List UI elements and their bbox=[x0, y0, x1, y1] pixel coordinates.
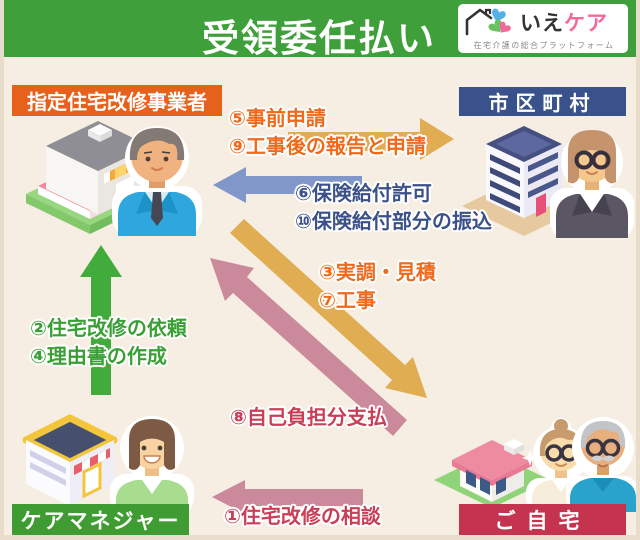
caremanager-office-icon bbox=[22, 414, 118, 506]
clover-hearts-icon bbox=[488, 8, 511, 33]
iekea-logo: いえケア 在宅介護の総合プラットフォーム bbox=[458, 4, 628, 53]
arrow-contractor-to-home bbox=[230, 219, 427, 398]
municipality-illustration bbox=[462, 126, 634, 238]
arrow-home-to-contractor bbox=[210, 258, 407, 436]
page-title: 受領委任払い bbox=[202, 18, 436, 59]
flow-step9-text: ⑨工事後の報告と申請 bbox=[229, 136, 426, 158]
arrow-caremanager-to-contractor bbox=[80, 245, 122, 395]
contractor-label: 指定住宅改修事業者 bbox=[12, 85, 222, 116]
elderly-man-icon bbox=[566, 417, 636, 512]
flow-step5-9-label: ⑤事前申請 ⑨工事後の報告と申請 bbox=[229, 105, 426, 161]
arrow-contractor-to-municipality bbox=[288, 118, 454, 160]
businessman-icon bbox=[112, 126, 202, 236]
flow-step3-7-label: ③実調・見積 ⑦工事 bbox=[319, 259, 436, 315]
municipality-label: 市区町村 bbox=[459, 87, 626, 116]
header-bar: 受領委任払い いえケア 在宅介護の総合プラットフォーム bbox=[4, 0, 636, 59]
caremanager-icon bbox=[110, 416, 194, 514]
flow-step6-text: ⑥保険給付許可 bbox=[295, 183, 432, 205]
iekea-logo-icon bbox=[465, 8, 511, 36]
logo-name: いえケア bbox=[520, 12, 608, 35]
flow-arrows bbox=[80, 118, 454, 514]
contractor-illustration bbox=[26, 121, 202, 236]
house-icon bbox=[434, 439, 550, 508]
arrow-home-to-caremanager bbox=[212, 480, 363, 514]
municipality-building-icon bbox=[462, 126, 586, 236]
home-illustration bbox=[434, 417, 636, 512]
logo-tagline: 在宅介護の総合プラットフォーム bbox=[473, 41, 615, 50]
flow-step2-4-label: ②住宅改修の依頼 ④理由書の作成 bbox=[30, 315, 187, 371]
caremanager-illustration bbox=[22, 414, 194, 514]
flow-step2-text: ②住宅改修の依頼 bbox=[30, 318, 187, 340]
flow-step1-label: ①住宅改修の相談 bbox=[224, 506, 381, 528]
flow-step7-text: ⑦工事 bbox=[319, 290, 376, 312]
arrow-municipality-to-contractor bbox=[213, 167, 362, 203]
flow-step8-label: ⑧自己負担分支払 bbox=[230, 407, 387, 429]
municipal-officer-icon bbox=[550, 130, 634, 238]
flow-step4-text: ④理由書の作成 bbox=[30, 346, 167, 368]
flow-step5-text: ⑤事前申請 bbox=[229, 108, 326, 130]
flow-step10-text: ⑩保険給付部分の振込 bbox=[295, 211, 492, 233]
flow-step6-10-label: ⑥保険給付許可 ⑩保険給付部分の振込 bbox=[295, 180, 492, 236]
flow-step3-text: ③実調・見積 bbox=[319, 262, 436, 284]
caremanager-label: ケアマネジャー bbox=[12, 504, 189, 535]
home-label: ご自宅 bbox=[459, 504, 626, 535]
